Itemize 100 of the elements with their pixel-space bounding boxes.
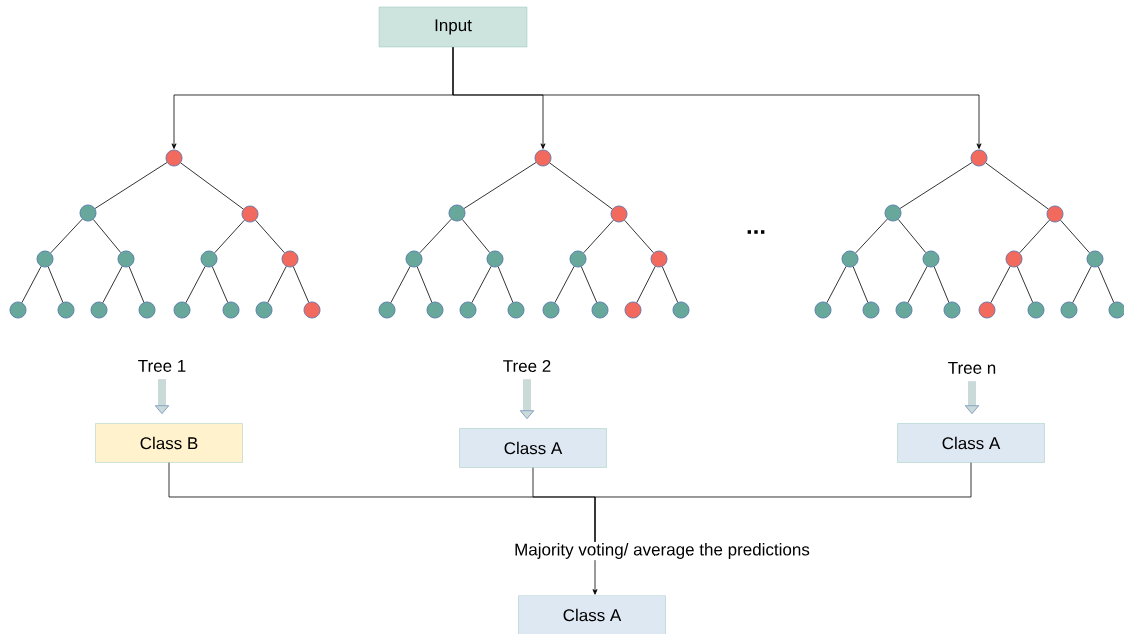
tree-node-circle <box>978 301 996 319</box>
branch-line <box>471 266 492 303</box>
tree-node-circle <box>222 301 240 319</box>
branch-line <box>497 266 514 303</box>
voting-text: Majority voting/ average the predictions <box>515 543 810 559</box>
branch-line <box>185 266 206 303</box>
tree-node-circle <box>255 301 273 319</box>
branch-line <box>855 218 888 254</box>
tree-node-circle <box>459 301 477 319</box>
branch-line <box>624 219 654 254</box>
branch-line <box>1016 266 1034 303</box>
arrow <box>452 46 982 149</box>
branch-line <box>419 218 452 254</box>
branch-line <box>255 219 285 254</box>
tree-node-circle <box>922 250 940 268</box>
tree-node-circle <box>624 301 642 319</box>
tree-node-circle <box>650 250 668 268</box>
arrow <box>592 559 598 595</box>
tree-label: Tree 2 <box>503 360 551 372</box>
branch-line <box>1060 219 1090 254</box>
branch-line <box>47 266 64 303</box>
branch-line <box>214 219 245 254</box>
tree-node-circle <box>591 301 609 319</box>
tree-node-circle <box>841 250 859 268</box>
branch-line <box>1097 266 1115 303</box>
tree-node-circle <box>534 149 552 167</box>
branch-line <box>390 266 411 303</box>
tree-node-circle <box>672 301 690 319</box>
branch-line <box>852 266 869 303</box>
tree-node-circle <box>569 250 587 268</box>
branch-line <box>583 219 614 254</box>
tree-node-circle <box>1060 301 1078 319</box>
branch-line <box>128 266 145 303</box>
branch-line <box>1072 266 1092 303</box>
branch-line <box>1019 219 1050 254</box>
tree-node-circle <box>303 301 321 319</box>
tree-node-circle <box>241 205 259 223</box>
class-box: Class A <box>518 595 666 634</box>
tree-node-circle <box>610 205 628 223</box>
tree-node-circle <box>1027 301 1045 319</box>
tree-node-circle <box>117 250 135 268</box>
tree-node-circle <box>862 301 880 319</box>
tree-node-circle <box>138 301 156 319</box>
tree-node-circle <box>173 301 191 319</box>
tree-node-circle <box>378 301 396 319</box>
tree-node-circle <box>884 204 902 222</box>
tree-node-circle <box>1108 301 1124 319</box>
ellipsis: ... <box>747 230 765 234</box>
tree-node-circle <box>895 301 913 319</box>
branch-line <box>463 162 537 209</box>
tree-label: Tree n <box>948 362 996 374</box>
tree-node-circle <box>57 301 75 319</box>
connector-line <box>594 462 972 543</box>
branch-line <box>92 219 122 253</box>
tree-node-circle <box>1005 250 1023 268</box>
tree-node-circle <box>486 250 504 268</box>
tree-node-circle <box>426 301 444 319</box>
tree-node-circle <box>405 250 423 268</box>
tree-node-circle <box>970 149 988 167</box>
tree-node-circle <box>448 204 466 222</box>
branch-line <box>933 266 950 303</box>
branch-line <box>94 162 168 209</box>
tree-node-circle <box>943 301 961 319</box>
branch-line <box>267 266 287 303</box>
branch-line <box>990 266 1011 303</box>
branch-line <box>211 266 229 303</box>
tree-node-circle <box>507 301 525 319</box>
branch-line <box>897 219 927 253</box>
tree-node-circle <box>165 149 183 167</box>
tree-node-circle <box>281 250 299 268</box>
class-box: Class B <box>95 423 243 463</box>
branch-line <box>416 266 433 303</box>
branch-line <box>907 266 928 303</box>
tree-node-circle <box>79 204 97 222</box>
input-box: Input <box>378 6 528 48</box>
tree-node-circle <box>1086 250 1104 268</box>
branch-line <box>102 266 123 303</box>
branch-line <box>554 266 575 303</box>
branch-line <box>180 162 244 210</box>
branch-line <box>661 266 679 303</box>
branch-line <box>826 266 847 303</box>
branch-line <box>580 266 598 303</box>
branch-line <box>292 266 310 303</box>
tree-node-circle <box>90 301 108 319</box>
tree-node-circle <box>200 250 218 268</box>
tree-node-circle <box>814 301 832 319</box>
tree-node-circle <box>9 301 27 319</box>
branch-line <box>461 219 491 253</box>
tree-node-circle <box>542 301 560 319</box>
branch-line <box>636 266 656 303</box>
tree-node-circle <box>36 250 54 268</box>
branch-line <box>50 218 83 254</box>
tree-node-circle <box>1046 205 1064 223</box>
class-box: Class A <box>897 423 1045 463</box>
branch-line <box>549 162 613 210</box>
branch-line <box>899 162 973 209</box>
class-box: Class A <box>459 428 607 468</box>
tree-label: Tree 1 <box>138 360 186 372</box>
branch-line <box>985 162 1049 210</box>
branch-line <box>21 266 42 303</box>
